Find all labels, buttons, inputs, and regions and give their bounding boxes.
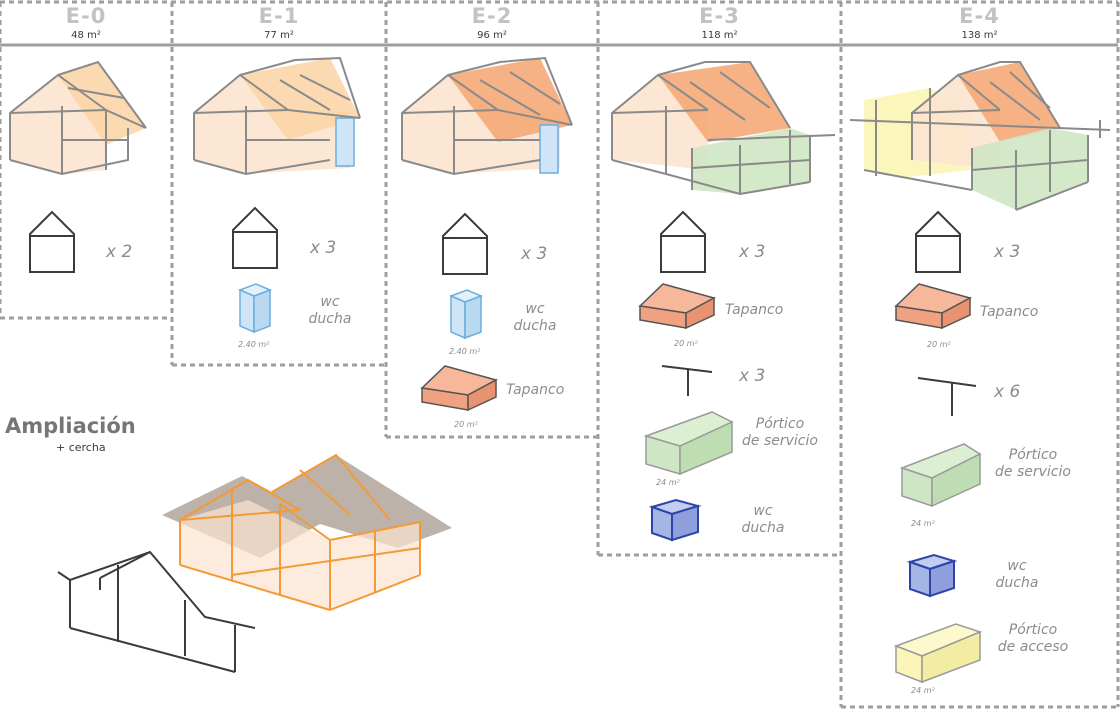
ducha-label-e3: ducha bbox=[741, 520, 785, 536]
tapanco-icon-e2 bbox=[420, 365, 499, 412]
wc-area-e2: 2.40 m² bbox=[449, 347, 481, 356]
wc-label-e2: wc bbox=[525, 301, 545, 317]
multiplier-e1: x 3 bbox=[310, 238, 337, 258]
cercha-icon-e4 bbox=[917, 377, 977, 416]
de-acceso-label-e4: de acceso bbox=[997, 639, 1069, 655]
portico-label-e4: Pórtico bbox=[1008, 447, 1058, 463]
ducha-label-e1: ducha bbox=[308, 311, 352, 327]
stage-area-e3: 118 m² bbox=[701, 30, 738, 41]
house-icon-e1 bbox=[232, 207, 278, 269]
portico-acceso-icon-e4 bbox=[893, 623, 983, 684]
tapanco-icon-e3 bbox=[638, 283, 717, 330]
house-icon-e3 bbox=[660, 211, 706, 273]
portico-acceso-label-e4: Pórtico bbox=[1008, 622, 1058, 638]
stage-code-e3: E-3 bbox=[699, 4, 740, 28]
tapanco-area-e4: 20 m² bbox=[927, 340, 951, 349]
de-servicio-label-e3: de servicio bbox=[742, 433, 818, 449]
house-icon-e0 bbox=[29, 211, 75, 273]
multiplier-house-e3: x 3 bbox=[739, 242, 766, 262]
multiplier-e2: x 3 bbox=[521, 244, 548, 264]
tapanco-label-e4: Tapanco bbox=[980, 304, 1039, 320]
stage-code-e0: E-0 bbox=[65, 4, 107, 28]
wc-box-icon-e2 bbox=[448, 289, 484, 340]
tapanco-area-e2: 20 m² bbox=[454, 420, 478, 429]
multiplier-house-e4: x 3 bbox=[994, 242, 1021, 262]
house-e4-illustration bbox=[849, 61, 1111, 211]
stage-area-e2: 96 m² bbox=[477, 30, 507, 41]
stage-area-e1: 77 m² bbox=[264, 30, 294, 41]
multiplier-cercha-e4: x 6 bbox=[994, 382, 1021, 402]
wc-label-e3: wc bbox=[753, 503, 773, 519]
multiplier-e0: x 2 bbox=[106, 242, 133, 262]
stage-area-e0: 48 m² bbox=[71, 30, 101, 41]
portico-servicio-icon-e3 bbox=[643, 411, 734, 476]
house-icon-e4 bbox=[915, 211, 961, 273]
ampliacion-title: Ampliación bbox=[5, 414, 136, 438]
stage-code-e4: E-4 bbox=[959, 4, 1000, 28]
tapanco-label-e3: Tapanco bbox=[725, 302, 784, 318]
stage-code-e1: E-1 bbox=[258, 4, 300, 28]
tapanco-area-e3: 20 m² bbox=[674, 339, 698, 348]
house-e0-illustration bbox=[9, 60, 147, 176]
ampliacion-subtitle: + cercha bbox=[56, 441, 106, 454]
wc-label-e1: wc bbox=[320, 294, 340, 310]
portico-acceso-area-e4: 24 m² bbox=[911, 686, 935, 695]
stage-code-e2: E-2 bbox=[471, 4, 513, 28]
house-e3-illustration bbox=[611, 61, 836, 196]
portico-area-e3: 24 m² bbox=[656, 478, 680, 487]
wc-box-icon-e1 bbox=[237, 283, 273, 334]
house-icon-e2 bbox=[442, 213, 488, 275]
wc-dark-box-icon-e4 bbox=[906, 553, 958, 598]
house-e1-illustration bbox=[193, 56, 361, 176]
house-e2-illustration bbox=[401, 56, 573, 176]
tapanco-icon-e4 bbox=[894, 283, 973, 330]
portico-servicio-icon-e4 bbox=[899, 443, 982, 508]
ducha-label-e2: ducha bbox=[513, 318, 557, 334]
cercha-icon-e3 bbox=[661, 365, 713, 396]
wc-dark-box-icon-e3 bbox=[648, 498, 702, 542]
portico-label-e3: Pórtico bbox=[755, 416, 805, 432]
stage-area-e4: 138 m² bbox=[961, 30, 998, 41]
multiplier-cercha-e3: x 3 bbox=[739, 366, 766, 386]
portico-area-e4: 24 m² bbox=[911, 519, 935, 528]
wc-area-e1: 2.40 m² bbox=[238, 340, 270, 349]
wc-label-e4: wc bbox=[1007, 558, 1027, 574]
ducha-label-e4: ducha bbox=[995, 575, 1039, 591]
de-servicio-label-e4: de servicio bbox=[995, 464, 1071, 480]
ampliacion-illustration bbox=[57, 453, 452, 673]
tapanco-label-e2: Tapanco bbox=[506, 382, 565, 398]
